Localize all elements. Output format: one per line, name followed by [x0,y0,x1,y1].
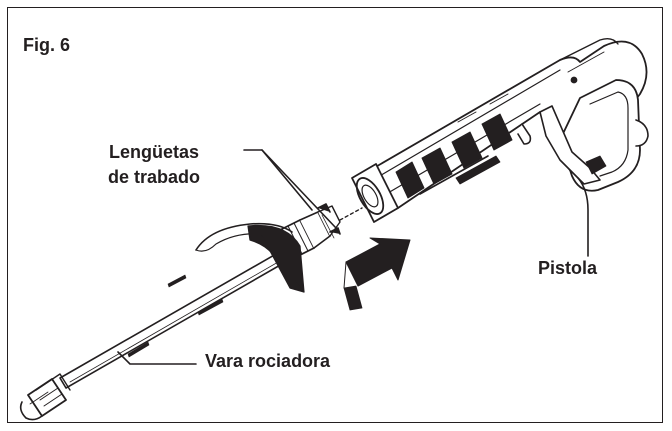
push-arrow [343,237,411,311]
spray-gun [351,37,649,223]
locking-tab-lower [329,227,341,235]
spray-wand-label: Vara rociadora [205,351,331,371]
locking-tabs-label: Lengüetas de trabado [108,140,200,190]
locking-tabs-label-line2: de trabado [108,167,201,187]
wand-nozzle [19,373,71,421]
rotation-arrow [195,222,305,293]
figure-title: Fig. 6 [23,35,71,55]
leader-lines [117,149,589,365]
locking-tab-upper [317,203,331,213]
gun-label: Pistola [538,258,598,278]
alignment-line [339,207,363,221]
locking-tabs-label-line1: Lengüetas [108,142,200,162]
